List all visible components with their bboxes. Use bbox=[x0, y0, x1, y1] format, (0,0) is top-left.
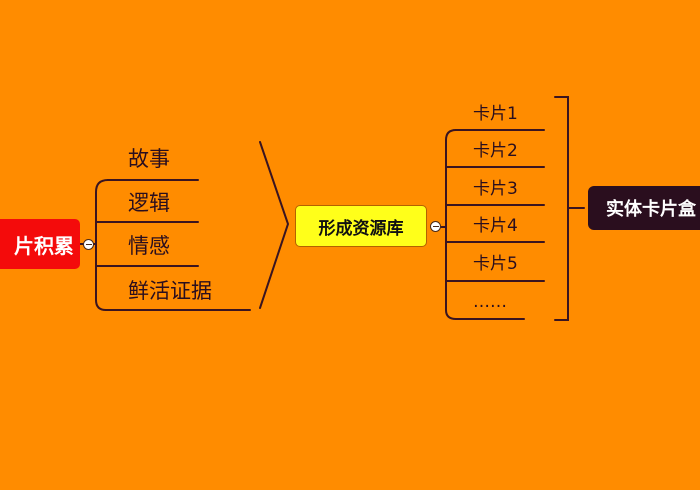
card-label-5: 卡片5 bbox=[473, 254, 518, 274]
card-label-4: 卡片4 bbox=[473, 216, 518, 236]
branch-label-evidence: 鲜活证据 bbox=[128, 279, 212, 303]
minus-circle-icon[interactable] bbox=[83, 239, 94, 250]
chevron-arrow bbox=[259, 141, 290, 309]
card-bracket bbox=[445, 129, 457, 320]
branch-label-logic: 逻辑 bbox=[128, 191, 170, 215]
center-node-label: 形成资源库 bbox=[318, 218, 404, 239]
minus-circle-icon[interactable] bbox=[430, 221, 441, 232]
branch-label-story: 故事 bbox=[128, 147, 170, 171]
card-label-3: 卡片3 bbox=[473, 179, 518, 199]
card-label-1: 卡片1 bbox=[473, 104, 518, 124]
card-label-2: 卡片2 bbox=[473, 141, 518, 161]
right-node[interactable]: 实体卡片盒 bbox=[588, 186, 700, 230]
right-node-label: 实体卡片盒 bbox=[606, 199, 696, 220]
card-label-more: …… bbox=[473, 292, 507, 312]
right-brace bbox=[554, 96, 569, 321]
center-node[interactable]: 形成资源库 bbox=[295, 205, 427, 247]
root-node[interactable]: 片积累 bbox=[0, 219, 80, 269]
branch-label-emotion: 情感 bbox=[128, 234, 170, 258]
branch-bracket bbox=[95, 179, 109, 311]
root-node-label: 片积累 bbox=[14, 233, 74, 258]
